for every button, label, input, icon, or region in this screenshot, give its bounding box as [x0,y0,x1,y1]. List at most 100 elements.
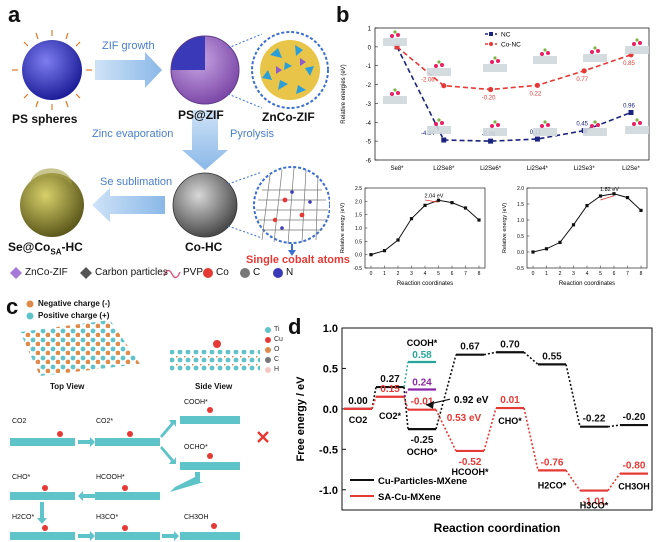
data-point [396,238,400,242]
x-tick-label: 5 [437,271,440,277]
y-tick-label: -3 [366,102,372,108]
species-label: HCOOH* [451,467,488,477]
se-co-hc-sphere [20,168,84,237]
species-label: CH3OH [618,482,650,492]
top-view-label: Top View [50,382,85,391]
species-label: CHO* [498,416,522,426]
positive-charge-label: Positive charge (+) [38,311,110,320]
data-label: 0.15 [380,384,400,395]
data-label: -0.25 [411,435,434,446]
data-label: 0.45 [576,122,588,128]
step-hcooh: HCOOH* [96,474,125,481]
y-tick-label: -1.0 [319,485,338,497]
data-label: -2.06 [421,78,435,84]
data-point [558,240,562,244]
y-axis-label: Relative energies (eV) [341,64,347,123]
y-tick-label: 1.5 [517,202,524,208]
data-label: 0.55 [542,351,562,362]
data-label: -0.20 [482,95,496,101]
y-tick-label: 0.5 [355,239,362,245]
y-tick-label: 0.5 [323,363,338,375]
legend-pvp-label: PVP [183,267,204,278]
panel-c-letter: c [6,294,19,319]
y-tick-label: 0.0 [517,250,524,256]
se-sublimation-label: Se sublimation [100,176,173,188]
y-axis-label: Relative energy (eV) [340,203,346,253]
x-tick-label: Se8* [390,166,404,172]
data-label: -0.80 [623,461,646,472]
znco-zif-zoom [251,31,329,109]
n-legend-icon [273,268,283,278]
data-label: 0.67 [460,342,480,353]
co-hc-sphere [172,172,238,238]
carbon-legend-icon [80,267,92,279]
step-cooh: COOH* [184,399,208,406]
x-tick-label: Li2Se6* [480,166,502,172]
ps-spheres-label: PS spheres [12,112,78,126]
x-tick-label: 8 [640,271,643,277]
data-point [531,250,535,254]
panel-a-letter: a [8,2,21,27]
structure-thumbnail [583,46,607,62]
structure-thumbnail [483,120,507,136]
x-tick-label: 1 [545,271,548,277]
y-axis-label: Free energy / eV [295,376,307,462]
data-point [628,109,634,115]
y-tick-label: 0.0 [355,253,362,259]
connector [371,386,377,410]
data-label: 0.96 [623,103,635,109]
series-line [532,193,642,253]
data-point [598,194,603,198]
structure-thumbnail [427,118,451,134]
data-point [436,198,441,202]
ps-sphere [12,30,92,110]
legend-label-red: SA-Cu-MXene [378,492,441,503]
data-point [534,136,540,142]
data-point [625,196,630,200]
y-tick-label: 2.5 [355,186,362,192]
legend-label-nc: NC [501,32,511,39]
x-tick-label: 7 [626,271,629,277]
side-view-label: Side View [195,382,233,391]
series-line [370,199,480,256]
data-point [382,249,387,253]
y-tick-label: 2.0 [355,199,362,205]
y-tick-label: 0 [368,45,372,51]
data-point [488,138,494,144]
top-view-lattice [20,320,140,376]
x-tick-label: 0 [370,271,373,277]
zif-growth-label: ZIF growth [102,40,155,52]
data-point [477,218,481,222]
plot-frame [526,187,648,269]
data-label: 0.58 [412,350,432,361]
data-label: -0.52 [459,457,482,468]
y-tick-label: -2 [366,83,372,89]
x-tick-label: 3 [572,271,575,277]
side-view-slab [170,350,260,372]
graphene-zoom [253,166,330,245]
y-tick-label: -0.5 [319,444,338,456]
negative-charge-label: Negative charge (-) [38,299,111,308]
legend-marker-co-nc [489,42,493,46]
se-co-hc-label: Se@CoSA-HC [8,240,83,257]
x-tick-label: 2 [559,271,562,277]
panel-d-letter: d [288,314,302,339]
structure-thumbnail [625,38,649,54]
y-tick-label: 1.0 [355,226,362,232]
connector [403,386,409,430]
y-tick-label: -0.5 [515,266,524,272]
structure-thumbnail [383,30,407,46]
y-tick-label: 2.0 [517,186,524,192]
y-tick-label: 1.0 [517,218,524,224]
species-label: COOH* [407,338,438,348]
x-tick-label: 6 [613,271,616,277]
connector [483,407,497,452]
species-label: CO2* [379,411,402,421]
species-label: OCHO* [407,447,438,457]
x-tick-label: Li2Se8* [433,166,455,172]
legend-co-label: Co [216,267,229,278]
x-axis-label: Reaction coordination [434,521,561,535]
